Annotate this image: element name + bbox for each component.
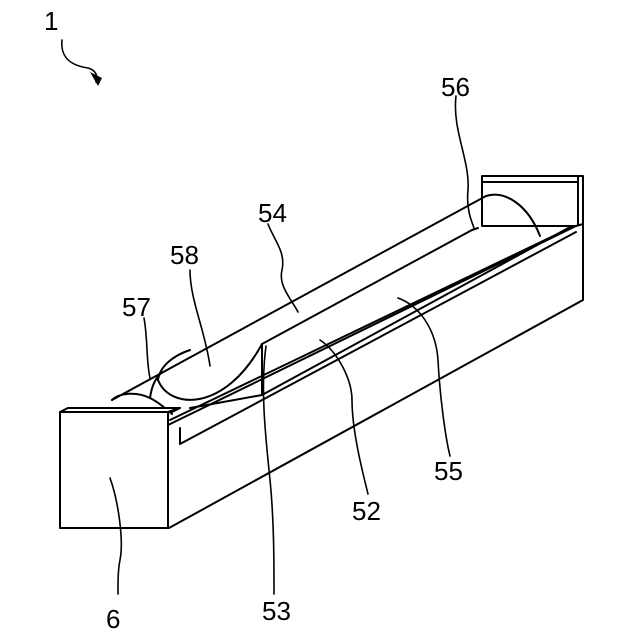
holder-block [60, 408, 180, 528]
label-57: 57 [122, 292, 151, 322]
label-56: 56 [441, 72, 470, 102]
label-58: 58 [170, 240, 199, 270]
label-1: 1 [44, 6, 58, 36]
right-end-tick [472, 228, 478, 230]
label-55: 55 [434, 456, 463, 486]
holder-front-face [60, 412, 168, 528]
label-6: 6 [106, 604, 120, 634]
label-53: 53 [262, 596, 291, 626]
label-52: 52 [352, 496, 381, 526]
front-side-wall [166, 224, 583, 528]
leader-57 [144, 318, 150, 378]
leader-54 [268, 224, 298, 312]
trough [166, 176, 583, 528]
assembly-arrow [62, 40, 97, 82]
label-54: 54 [258, 198, 287, 228]
notch-arc-top [158, 350, 190, 380]
